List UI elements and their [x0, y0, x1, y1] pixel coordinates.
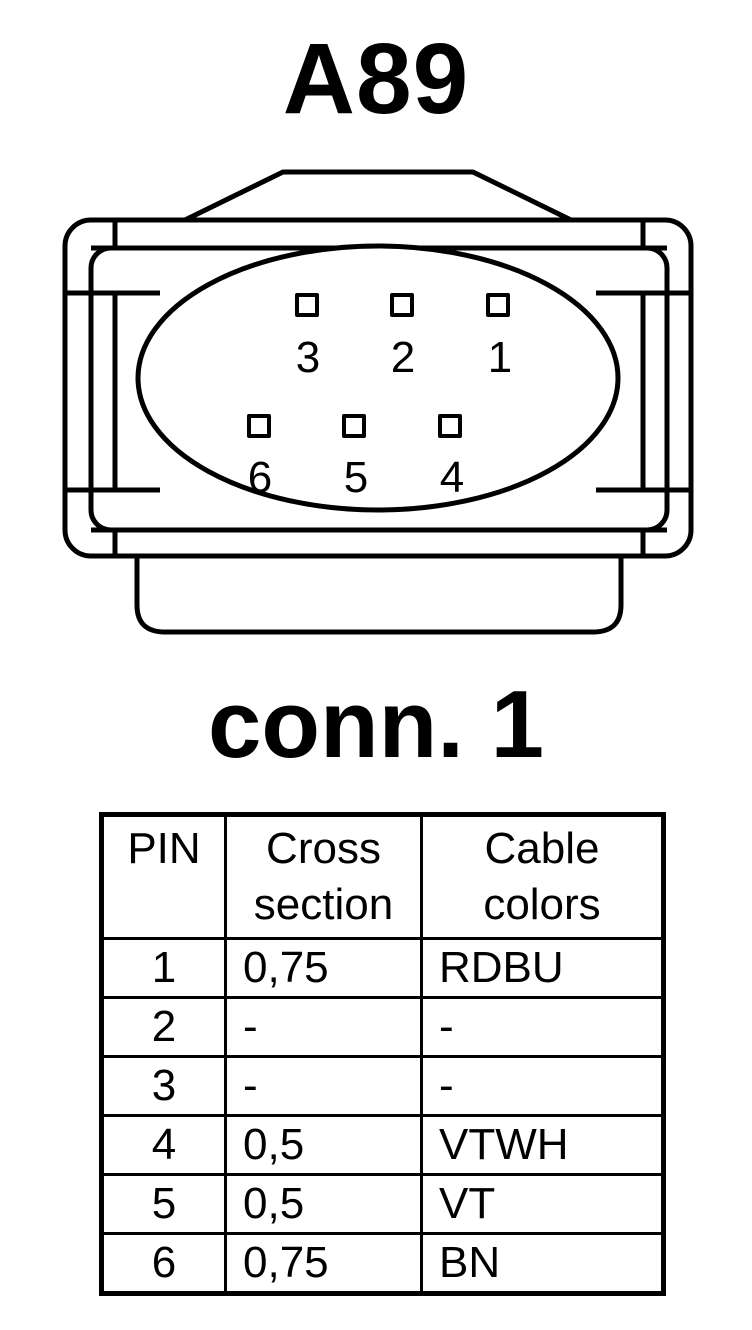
pin-face-oval: [135, 243, 621, 513]
cell-pin: 3: [100, 1055, 227, 1117]
latch-tab: [183, 169, 573, 223]
header-cross-section: Cross section: [224, 813, 423, 940]
pin-label-5: 5: [344, 453, 368, 502]
table-row: 1 0,75 RDBU: [100, 937, 665, 999]
table-header-row: PIN Cross section Cable colors: [100, 813, 665, 940]
outer-housing: [62, 217, 694, 559]
cell-cross-section: 0,75: [224, 937, 423, 999]
pin-socket-4: [438, 414, 462, 438]
table-row: 2 - -: [100, 996, 665, 1058]
pin-socket-6: [247, 414, 271, 438]
pin-label-6: 6: [248, 453, 272, 502]
pin-socket-5: [342, 414, 366, 438]
pin-socket-1: [486, 293, 510, 317]
table-row: 6 0,75 BN: [100, 1232, 665, 1295]
pin-assignment-table: PIN Cross section Cable colors 1 0,75 RD…: [99, 812, 666, 1296]
cell-cable-color: VT: [420, 1173, 665, 1235]
cell-cable-color: -: [420, 996, 665, 1058]
cell-cross-section: -: [224, 1055, 423, 1117]
cell-cross-section: 0,75: [224, 1232, 423, 1295]
cell-pin: 5: [100, 1173, 227, 1235]
cell-pin: 1: [100, 937, 227, 999]
cell-pin: 6: [100, 1232, 227, 1295]
pin-label-3: 3: [296, 333, 320, 382]
pin-socket-2: [390, 293, 414, 317]
connector-label: conn. 1: [207, 671, 545, 778]
cell-cable-color: -: [420, 1055, 665, 1117]
table-row: 4 0,5 VTWH: [100, 1114, 665, 1176]
table-row: 3 - -: [100, 1055, 665, 1117]
cell-cable-color: BN: [420, 1232, 665, 1295]
lower-skirt: [134, 556, 624, 635]
pin-socket-3: [295, 293, 319, 317]
cell-cross-section: 0,5: [224, 1173, 423, 1235]
cell-pin: 2: [100, 996, 227, 1058]
header-pin: PIN: [100, 813, 227, 940]
cell-pin: 4: [100, 1114, 227, 1176]
header-cable-colors: Cable colors: [420, 813, 665, 940]
cell-cable-color: RDBU: [420, 937, 665, 999]
cell-cable-color: VTWH: [420, 1114, 665, 1176]
pin-label-4: 4: [440, 453, 464, 502]
pin-label-1: 1: [488, 333, 512, 382]
cell-cross-section: -: [224, 996, 423, 1058]
table-row: 5 0,5 VT: [100, 1173, 665, 1235]
connector-title: A89: [282, 23, 470, 135]
pin-label-2: 2: [391, 333, 415, 382]
cell-cross-section: 0,5: [224, 1114, 423, 1176]
connector-diagram: 3 2 1 6 5 4: [62, 169, 694, 635]
